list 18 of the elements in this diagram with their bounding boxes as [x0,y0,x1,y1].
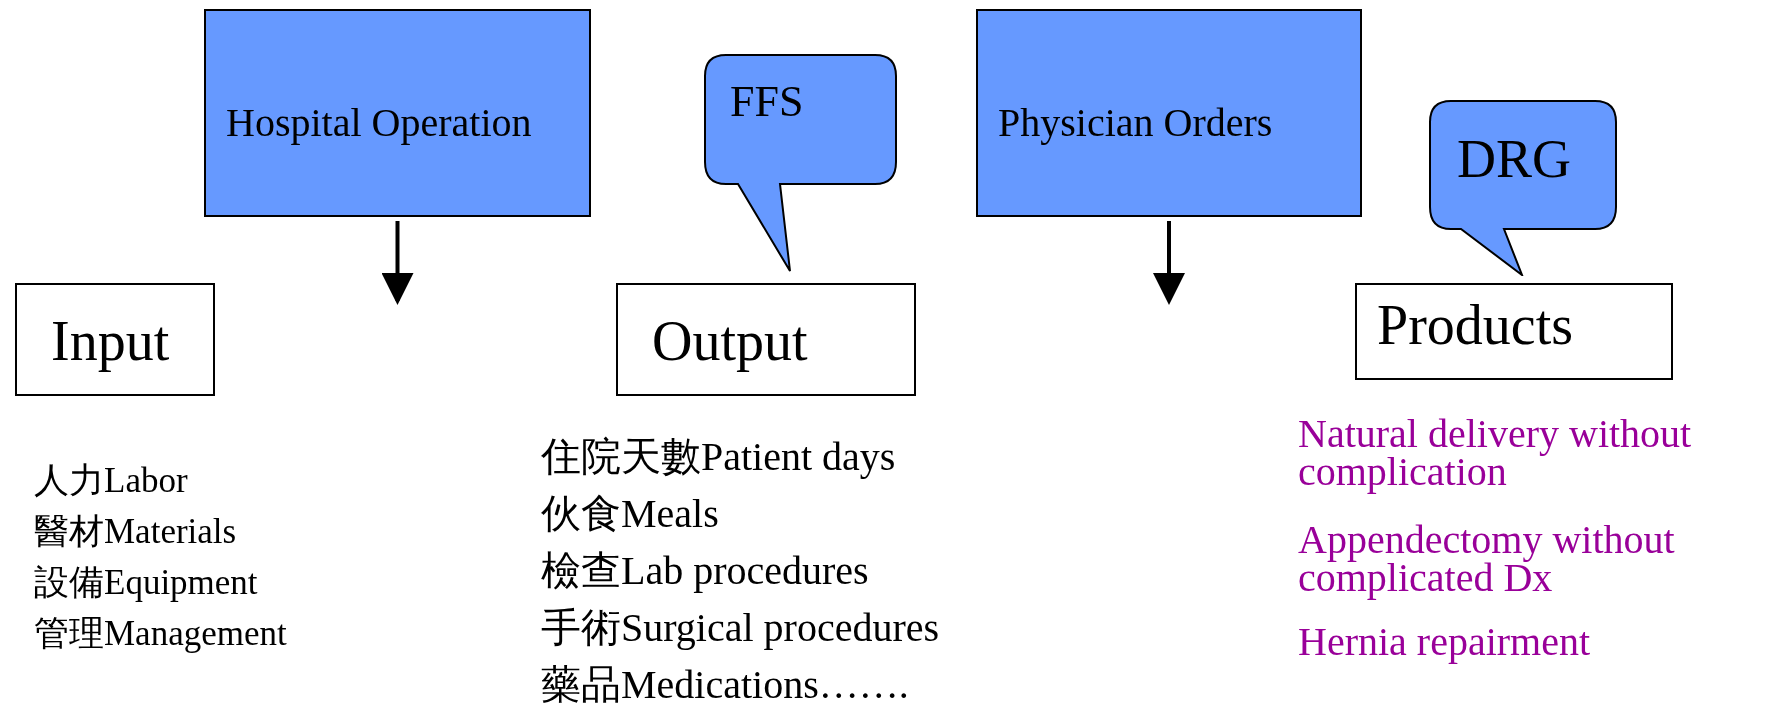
process-box: Physician Orders [976,9,1362,217]
bubble-label: FFS [730,76,804,127]
output-item: 檢查Lab procedures [541,551,869,591]
output-box: Output [616,283,916,396]
input-item: 醫材Materials [34,514,237,549]
input-item: 設備Equipment [34,565,258,600]
arrow [1153,221,1185,305]
output-item: 藥品Medications……. [541,665,909,705]
input-item: 人力Labor [34,463,188,498]
products-box: Products [1355,283,1673,380]
process-box: Hospital Operation [204,9,591,217]
input-item: 管理Management [34,616,287,651]
input-box: Input [15,283,215,396]
output-item: 手術Surgical procedures [541,608,940,648]
arrow [381,221,414,305]
output-item: 住院天數Patient days [541,437,896,477]
output-item: 伙食Meals [541,494,719,534]
bubble-label: DRG [1457,128,1571,190]
